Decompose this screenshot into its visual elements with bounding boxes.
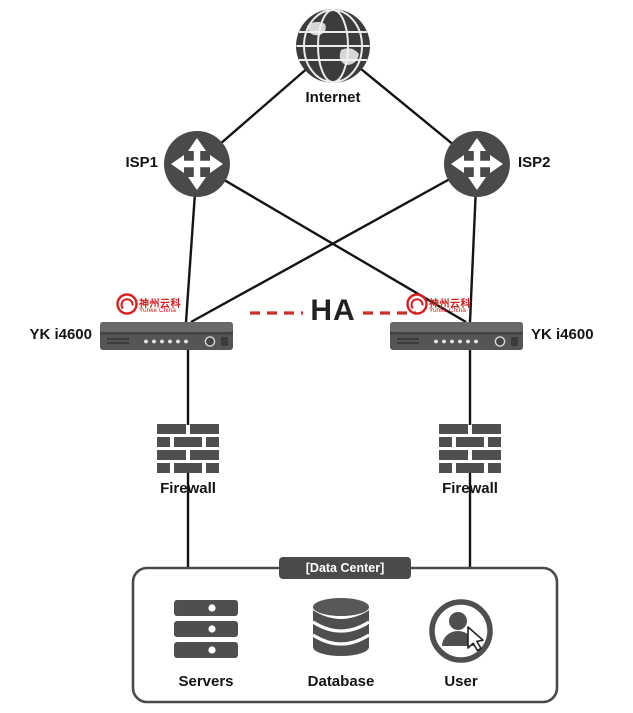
isp2-router-icon (444, 131, 510, 197)
yunke-logo-left-icon (116, 293, 138, 315)
firewall-right-label: Firewall (442, 480, 498, 497)
link-isp2-appliance-left (190, 162, 478, 324)
yunke-brand-sub-right: Yunke China (429, 307, 466, 314)
internet-globe-icon (296, 9, 370, 83)
database-icon (312, 598, 370, 656)
user-label: User (444, 673, 478, 690)
servers-icon (174, 600, 238, 658)
datacenter-badge: [Data Center] (279, 557, 411, 579)
servers-label: Servers (178, 673, 234, 690)
user-icon (429, 599, 493, 663)
yunke-brand-sub-left: Yunke China (139, 307, 176, 314)
database-label: Database (307, 673, 375, 690)
isp2-label: ISP2 (518, 154, 551, 171)
yk-appliance-right-icon (389, 321, 524, 351)
yunke-brand-left: 神州云科 (139, 299, 181, 310)
yk-i4600-left-label: YK i4600 (29, 326, 92, 343)
cursor-icon (467, 626, 484, 652)
yk-appliance-left-icon (99, 321, 234, 351)
yunke-logo-right-icon (406, 293, 428, 315)
internet-label: Internet (305, 89, 361, 106)
isp1-router-icon (164, 131, 230, 197)
yunke-brand-right: 神州云科 (429, 299, 471, 310)
isp1-label: ISP1 (125, 154, 158, 171)
yk-i4600-right-label: YK i4600 (531, 326, 594, 343)
firewall-left-label: Firewall (160, 480, 216, 497)
firewall-left-icon (157, 424, 219, 473)
firewall-right-icon (439, 424, 501, 473)
ha-label: HA (310, 294, 356, 327)
